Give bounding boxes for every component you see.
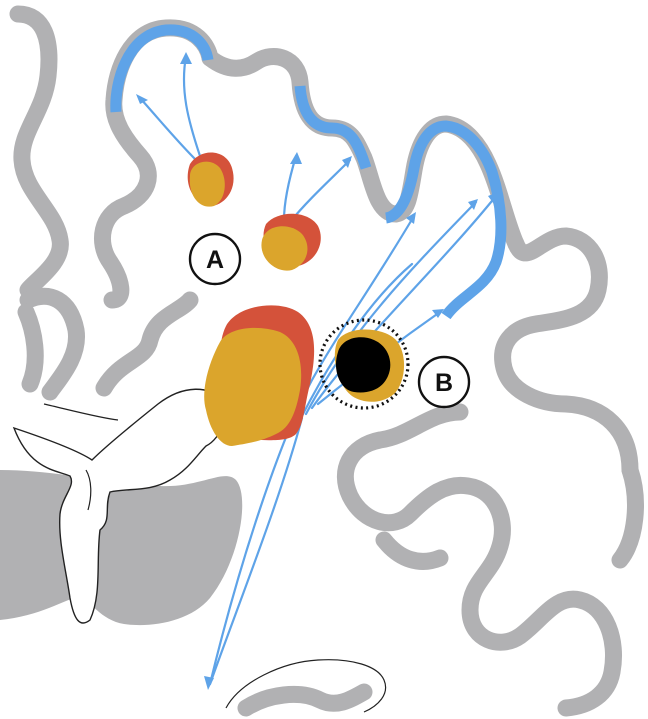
- label-b-text: B: [435, 369, 453, 397]
- lesion-a1-gold: [189, 161, 225, 207]
- lesion-a2-gold: [261, 226, 308, 271]
- septum-line: [85, 469, 92, 511]
- cortex-segment-right: [384, 120, 507, 320]
- tract-arrowheads: [136, 52, 498, 690]
- tract-a1-up: [182, 54, 202, 158]
- arrowhead-b5: [432, 309, 444, 318]
- arrowhead-b3: [468, 199, 478, 210]
- gyrus-top-right: [494, 227, 639, 479]
- gyrus-bottom: [237, 683, 373, 717]
- tract-b1: [208, 214, 416, 686]
- target-cortex-segments: [110, 24, 507, 320]
- label-b-circle: [417, 355, 471, 409]
- gyrus-mid-left-loop: [95, 291, 199, 397]
- corpus-callosum-line: [43, 403, 119, 421]
- arrowhead-a1-up: [180, 52, 192, 64]
- tract-b4: [310, 194, 498, 410]
- gyrus-left-lower-frag: [19, 287, 85, 401]
- gyrus-mid-left-stub: [17, 303, 44, 393]
- label-b: B: [417, 355, 471, 409]
- tract-a1-left: [138, 96, 198, 162]
- ventricle-outline: [12, 388, 226, 624]
- gyrus-far-left: [9, 5, 69, 299]
- gyrus-lower-right-inner: [375, 531, 449, 570]
- lesion-b: [318, 318, 410, 410]
- lesion-a3-gold: [204, 327, 302, 446]
- lesion-b-dotted-ring: [318, 318, 410, 410]
- tract-a2-left: [282, 154, 298, 222]
- gyrus-lower-right: [337, 403, 622, 717]
- arrowhead-b1: [406, 212, 416, 224]
- deep-structures: [0, 388, 387, 713]
- thalamus-region: [0, 470, 243, 626]
- cortex-segment-top-left: [110, 24, 214, 113]
- arrowhead-a1-left: [136, 94, 148, 104]
- tract-a2-right: [288, 158, 352, 224]
- gyrus-right-edge: [611, 461, 644, 569]
- label-a-text: A: [206, 246, 224, 274]
- tract-b-down: [208, 416, 304, 686]
- bottom-contour-line: [225, 659, 387, 713]
- arrowhead-b4: [488, 192, 498, 204]
- lesions-a: [187, 152, 321, 446]
- arrowhead-down: [204, 676, 214, 690]
- cortex-segment-top-mid: [294, 85, 372, 170]
- arrowhead-a2-left: [290, 152, 302, 164]
- arrowhead-a2-right: [342, 156, 352, 168]
- lesion-b-core: [335, 337, 391, 393]
- label-a: A: [188, 232, 242, 286]
- label-a-circle: [188, 232, 242, 286]
